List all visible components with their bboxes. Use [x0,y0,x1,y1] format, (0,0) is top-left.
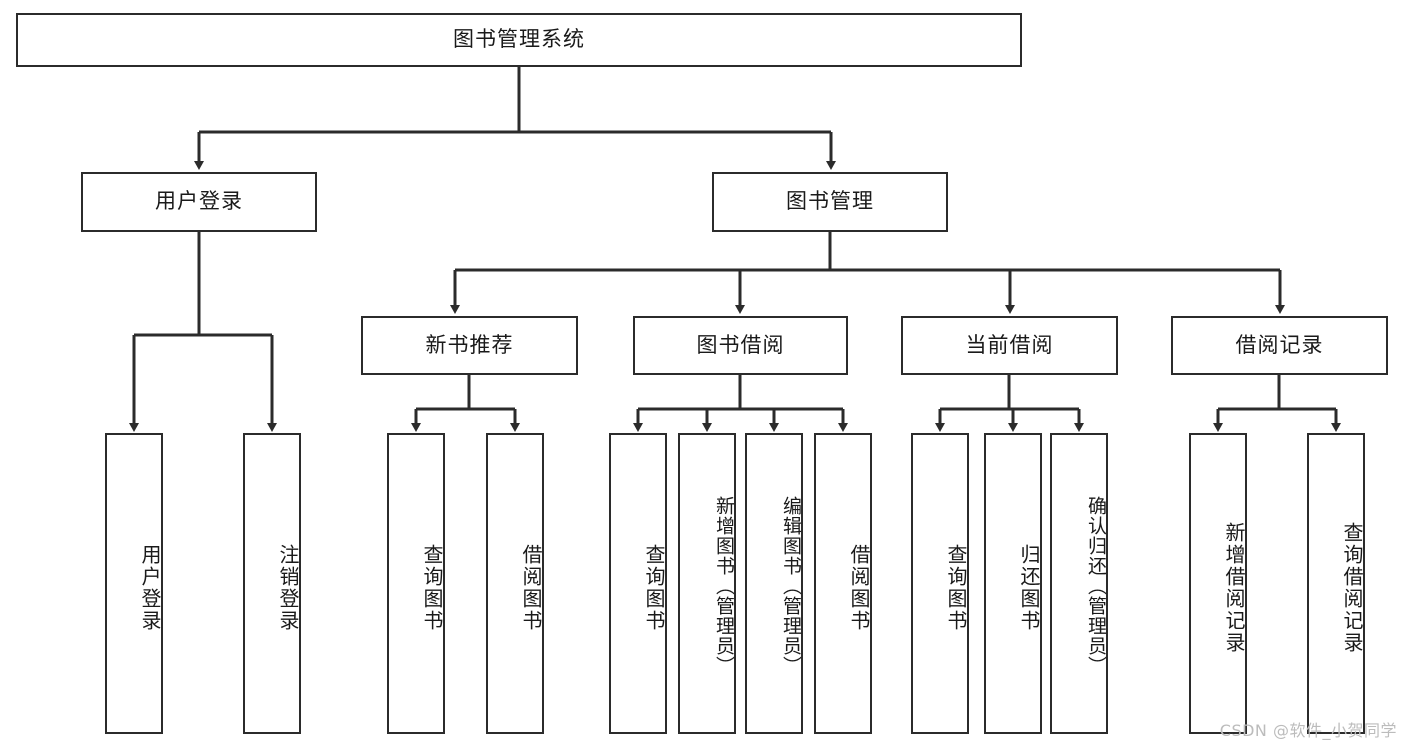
leaf-borrow-book-recommend[interactable]: 借阅图书 [486,433,544,734]
node-label: 借阅记录 [1235,332,1324,357]
node-label: 图书借阅 [696,332,785,357]
node-book-management[interactable]: 图书管理 [712,172,948,232]
node-label: 新书推荐 [425,332,514,357]
node-new-book-recommend[interactable]: 新书推荐 [361,316,578,375]
node-label: 新增借阅记录 [1222,521,1246,654]
node-root[interactable]: 图书管理系统 [16,13,1022,67]
node-label: 查询图书 [642,543,666,632]
leaf-add-book-admin[interactable]: 新增图书（管理员） [678,433,736,734]
leaf-query-borrow-record[interactable]: 查询借阅记录 [1307,433,1365,734]
node-label: 图书管理系统 [453,27,585,52]
leaf-query-book-recommend[interactable]: 查询图书 [387,433,445,734]
node-label: 图书管理 [786,189,874,214]
node-borrow-record[interactable]: 借阅记录 [1171,316,1388,375]
leaf-edit-book-admin[interactable]: 编辑图书（管理员） [745,433,803,734]
node-label: 编辑图书（管理员） [780,496,802,676]
node-label: 借阅图书 [847,543,871,632]
node-label: 查询借阅记录 [1340,521,1364,654]
watermark: CSDN @软件_小贺同学 [1219,721,1397,740]
leaf-logout[interactable]: 注销登录 [243,433,301,734]
leaf-confirm-return-admin[interactable]: 确认归还（管理员） [1050,433,1108,734]
node-label: 确认归还（管理员） [1085,496,1107,676]
node-label: 新增图书（管理员） [713,496,735,676]
leaf-user-login[interactable]: 用户登录 [105,433,163,734]
leaf-borrow-book[interactable]: 借阅图书 [814,433,872,734]
leaf-return-book[interactable]: 归还图书 [984,433,1042,734]
node-current-borrow[interactable]: 当前借阅 [901,316,1118,375]
node-user-login[interactable]: 用户登录 [81,172,317,232]
node-label: 查询图书 [944,543,968,632]
node-book-borrow[interactable]: 图书借阅 [633,316,848,375]
node-label: 当前借阅 [965,332,1054,357]
leaf-add-borrow-record[interactable]: 新增借阅记录 [1189,433,1247,734]
node-label: 归还图书 [1017,543,1041,632]
node-label: 用户登录 [155,189,243,214]
node-label: 借阅图书 [519,543,543,632]
leaf-query-book-current[interactable]: 查询图书 [911,433,969,734]
node-label: 用户登录 [138,543,162,632]
node-label: 查询图书 [420,543,444,632]
node-label: 注销登录 [276,543,300,632]
leaf-query-book-borrow[interactable]: 查询图书 [609,433,667,734]
